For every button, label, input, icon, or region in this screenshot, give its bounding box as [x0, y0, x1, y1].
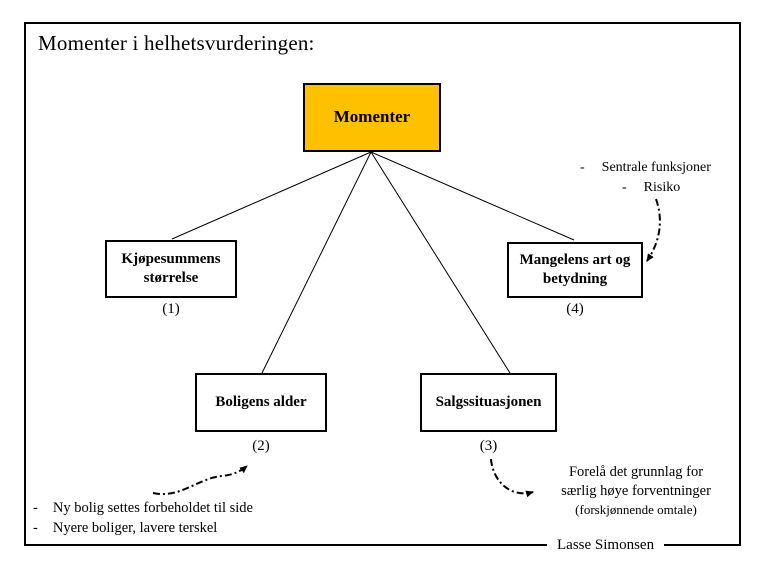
dash-bullet: - — [622, 180, 627, 195]
annotation-text: Ny bolig settes forbeholdet til side — [52, 500, 253, 516]
annotation-line: Forelå det grunnlag for — [568, 464, 704, 480]
dash-bullet: - — [33, 500, 38, 516]
node-number-4: (4) — [566, 301, 584, 317]
dash-bullet: - — [33, 520, 38, 536]
dash-bullet: - — [580, 160, 585, 175]
annotation-text: Risiko — [643, 180, 681, 195]
page-title: Momenter i helhetsvurderingen: — [38, 31, 315, 55]
node-box-boligens-alder: Boligens alder — [195, 373, 327, 432]
arrow-num3-to-note — [490, 458, 534, 498]
annotation-risiko: - Risiko — [622, 180, 680, 196]
annotation-sentrale-funksjoner: - Sentrale funksjoner — [580, 160, 711, 176]
annotation-nyere-boliger: - Nyere boliger, lavere terskel — [33, 520, 217, 537]
node-box-mangelens: Mangelens art og betydning — [507, 242, 643, 298]
annotation-line: særlig høye forventninger — [561, 483, 711, 499]
connector-root-to-node2 — [261, 151, 372, 374]
node-label: Salgssituasjonen — [435, 393, 542, 410]
node-label: Kjøpesummens størrelse — [121, 250, 221, 287]
annotation-text: Nyere boliger, lavere terskel — [52, 520, 218, 536]
annotation-text: Sentrale funksjoner — [601, 160, 711, 175]
slide-border — [24, 22, 741, 546]
annotation-line: (forskjønnende omtale) — [575, 502, 697, 517]
dash-arrows — [152, 198, 661, 498]
connector-lines — [171, 151, 575, 374]
annotation-forventninger: Forelå det grunnlag for særlig høye forv… — [543, 463, 729, 519]
footer-author: Lasse Simonsen — [547, 536, 665, 555]
node-label: Boligens alder — [215, 393, 307, 410]
connector-root-to-node4 — [370, 151, 575, 241]
node-label: Mangelens art og betydning — [519, 251, 631, 288]
arrow-risiko-to-node4 — [646, 198, 661, 262]
annotation-ny-bolig: - Ny bolig settes forbeholdet til side — [33, 500, 253, 517]
node-box-kjopesummens: Kjøpesummens størrelse — [105, 240, 237, 298]
node-number-2: (2) — [252, 438, 270, 454]
node-number-3: (3) — [479, 438, 498, 454]
connector-root-to-node3 — [370, 151, 511, 374]
connector-root-to-node1 — [171, 151, 372, 240]
momenter-root-box: Momenter — [303, 83, 441, 152]
node-number-1: (1) — [162, 301, 180, 317]
momenter-root-label: Momenter — [333, 107, 411, 127]
node-box-salgssituasjonen: Salgssituasjonen — [420, 373, 557, 432]
arrow-note-to-num2 — [152, 465, 248, 496]
